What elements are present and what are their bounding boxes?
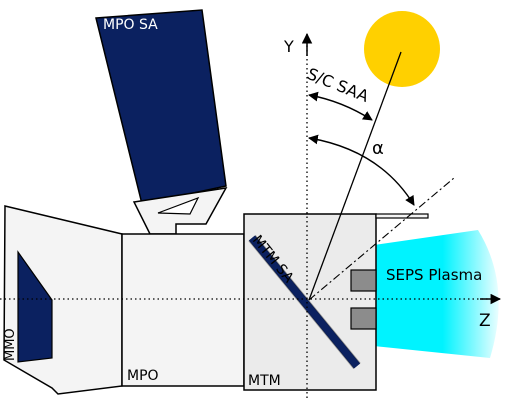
mmo-label: MMO [3,328,18,361]
mpo-solar-array [95,9,227,205]
z-axis-label: Z [479,311,491,331]
mpo-label: MPO [127,368,159,384]
sc-saa-label: S/C SAA [305,64,372,106]
mtm-solar-array-fill [249,235,360,369]
alpha-arc [308,134,415,206]
seps-thruster-upper [350,269,377,292]
mtm-top-plate [375,213,429,219]
mpo-solar-array-yoke-slot [157,196,200,215]
mtm-label: MTM [248,373,281,389]
seps-plasma-label: SEPS Plasma [386,266,482,284]
mmo-solar-panel [17,250,53,363]
sc-saa-arc [308,91,373,121]
mpo-body [121,233,245,387]
seps-plasma-plume [374,230,499,358]
alpha-label: α [372,138,384,159]
y-axis-label: Y [283,37,294,56]
mpo-sa-label: MPO SA [103,17,158,33]
seps-thruster-lower [350,307,377,330]
sun [364,11,440,87]
